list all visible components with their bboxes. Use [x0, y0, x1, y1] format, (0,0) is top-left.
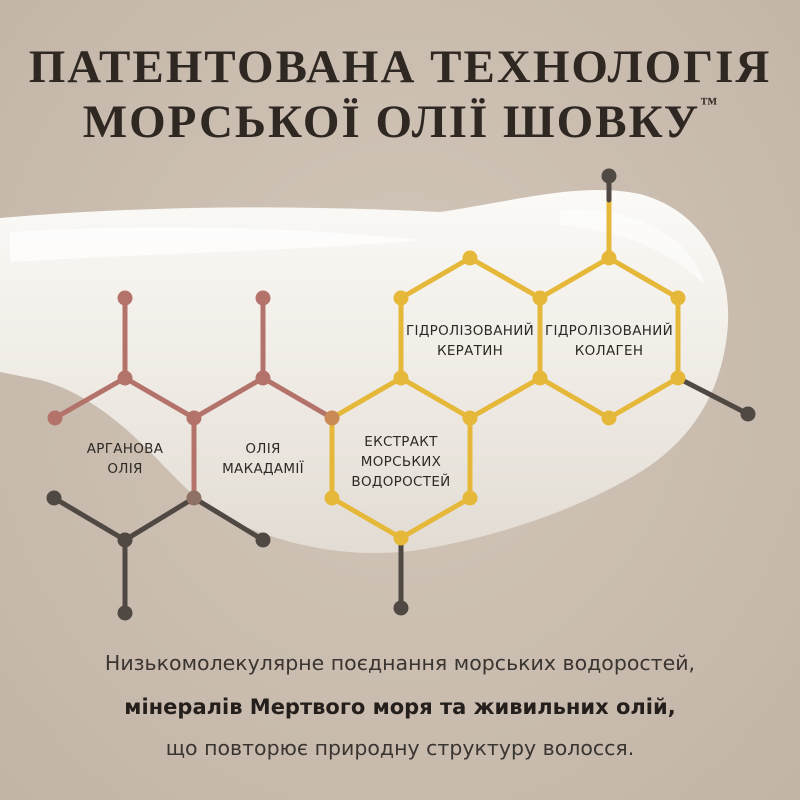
cream-smear — [0, 190, 729, 554]
blend-atom — [186, 490, 202, 506]
ingredient-argan-oil: АРГАНОВА ОЛІЯ — [86, 441, 164, 477]
gold-bonds — [329, 197, 681, 541]
ingredient-hydrolyzed-collagen: ГІДРОЛІЗОВАНИЙ КОЛАГЕН — [545, 323, 673, 359]
ingredient-hydrolyzed-keratin: ГІДРОЛІЗОВАНИЙ КЕРАТИН — [406, 323, 534, 359]
molecule-bonds — [51, 173, 751, 616]
caption-line-1: Низькомолекулярне поєднання морських вод… — [104, 651, 696, 675]
rose-bonds — [52, 295, 335, 501]
cream-highlight — [560, 209, 705, 285]
caption-line-3: що повторює природну структуру волосся. — [165, 736, 635, 760]
heading-line-2: МОРСЬКОЇ ОЛІЇ ШОВКУ™ — [82, 94, 718, 148]
ingredient-macadamia-oil: ОЛІЯ МАКАДАМІЇ — [222, 441, 304, 477]
caption-line-2: мінералів Мертвого моря та живильних олі… — [124, 695, 676, 719]
rose-atoms — [47, 290, 271, 426]
cream-highlight — [10, 227, 420, 262]
blend-atom — [324, 410, 340, 426]
heading-line-1: ПАТЕНТОВАНА ТЕХНОЛОГІЯ — [28, 41, 772, 93]
dark-bonds — [51, 173, 751, 616]
gold-atoms — [324, 250, 686, 546]
dark-atoms — [46, 168, 756, 621]
trademark-symbol: ™ — [700, 94, 718, 113]
ingredient-seaweed-extract: ЕКСТРАКТ МОРСЬКИХ ВОДОРОСТЕЙ — [351, 434, 451, 490]
molecule-atoms — [46, 168, 756, 621]
